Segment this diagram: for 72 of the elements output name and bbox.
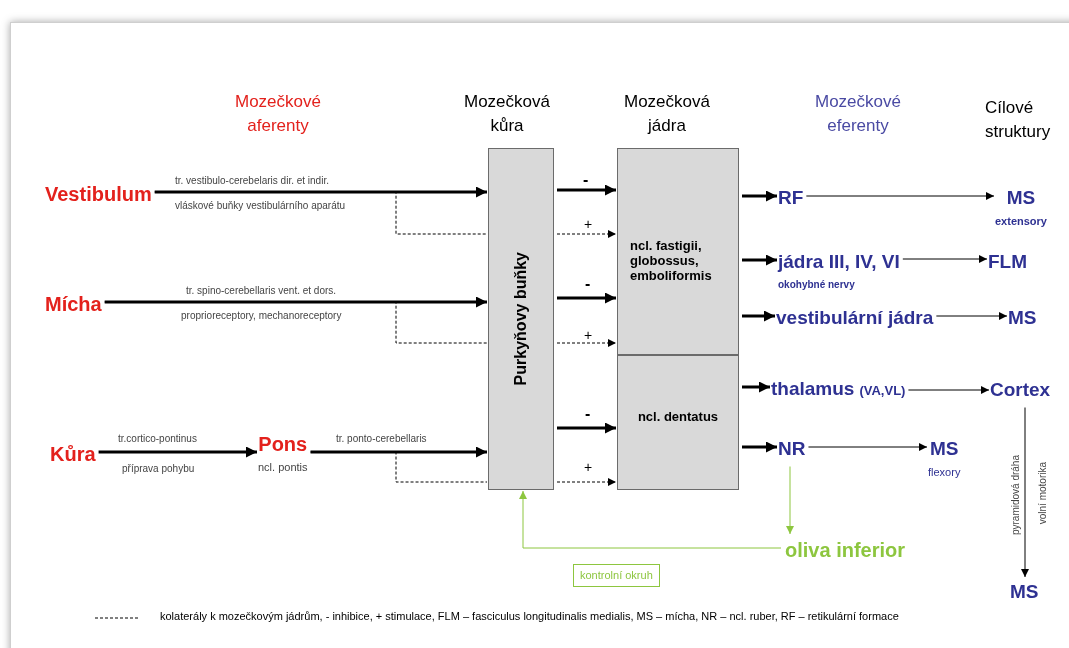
label-box: kontrolní okruh [573,564,660,587]
annotation-text: příprava pohybu [122,462,195,476]
edge-label: - [583,170,589,190]
edge-label: tr.cortico-pontinus [118,432,197,446]
edge-label: + [584,326,593,345]
node-label: FLM [988,250,1028,274]
caption-text: flexory [928,464,961,480]
arrow [935,312,1008,320]
legend-text: kolaterály k mozečkovým jádrům, - inhibice, + stimulace, FLM – fasciculus longitudinalis medialis, MS – mícha, NR – ncl. ruber, RF – retikulární formace [160,609,900,624]
arrow [519,490,782,549]
node-label: MS [1010,580,1039,604]
node-label: (VA,VL) [859,382,906,400]
edge-label: pyramidová dráha [1009,455,1022,536]
edge-label: + [584,458,593,477]
caption-text: ncl. pontis [258,460,308,475]
annotation-text: volní motorika [1036,462,1049,525]
arrow [104,296,487,308]
arrow [807,443,928,451]
arrow [1021,407,1029,578]
node-label: MS [1008,306,1037,330]
node-label: NR [778,437,806,461]
dashed-arrow [556,478,617,486]
node-label: Vestibulum [45,182,152,207]
node-label: Cortex [990,378,1051,402]
column-heading: Mozečkové eferenty [814,91,902,137]
column-heading: Mozečková kůra [463,91,551,137]
arrow [154,186,487,198]
node-label: oliva inferior [785,538,906,563]
process-box [488,148,554,490]
node-label: vestibulární jádra [776,306,934,330]
edge-label: tr. spino-cerebellaris vent. et dors. [186,284,337,298]
caption-text: okohybné nervy [778,277,855,292]
node-label: Mícha [45,292,102,317]
column-heading: Cílové struktury [985,97,1052,143]
node-label: ncl. fastigii, globossus, emboliformis [629,237,713,284]
annotation-text: proprioreceptory, mechanoreceptory [181,309,342,323]
arrow [805,192,995,200]
dashed-arrow [556,230,617,238]
node-label: MS [929,437,959,461]
edge-label: + [584,215,593,234]
node-label: MS [1006,186,1036,210]
node-label: Purkyňovy buňky [511,252,530,386]
arrow [902,255,988,263]
arrow [557,184,616,196]
arrow [98,446,257,458]
column-heading: Mozečkové aferenty [234,91,322,137]
node-label: jádra III, IV, VI [778,250,900,274]
process-box [617,355,739,490]
node-label: ncl. dentatus [637,407,719,426]
arrow [557,422,616,434]
arrow [310,446,487,458]
arrow [742,310,775,322]
arrow [786,466,794,535]
arrow [907,386,990,394]
arrow [557,292,616,304]
edge-label: tr. vestibulo-cerebelaris dir. et indir. [175,174,329,188]
annotation-text: vláskové buňky vestibulárního aparátu [175,199,346,213]
caption-text: extensory [995,213,1047,229]
arrow [742,254,777,266]
edge-label: - [585,274,591,294]
edge-label: tr. ponto-cerebellaris [336,432,427,446]
arrow [742,381,770,393]
node-label: RF [778,186,804,210]
arrow [742,190,777,202]
column-heading: Mozečková jádra [623,91,711,137]
node-label: Kůra [50,442,96,467]
dashed-arrow [556,339,617,347]
edge-label: - [585,404,591,424]
arrow [742,441,777,453]
node-label: Pons [258,432,308,457]
node-label: thalamus [771,377,855,401]
process-box [617,148,739,355]
